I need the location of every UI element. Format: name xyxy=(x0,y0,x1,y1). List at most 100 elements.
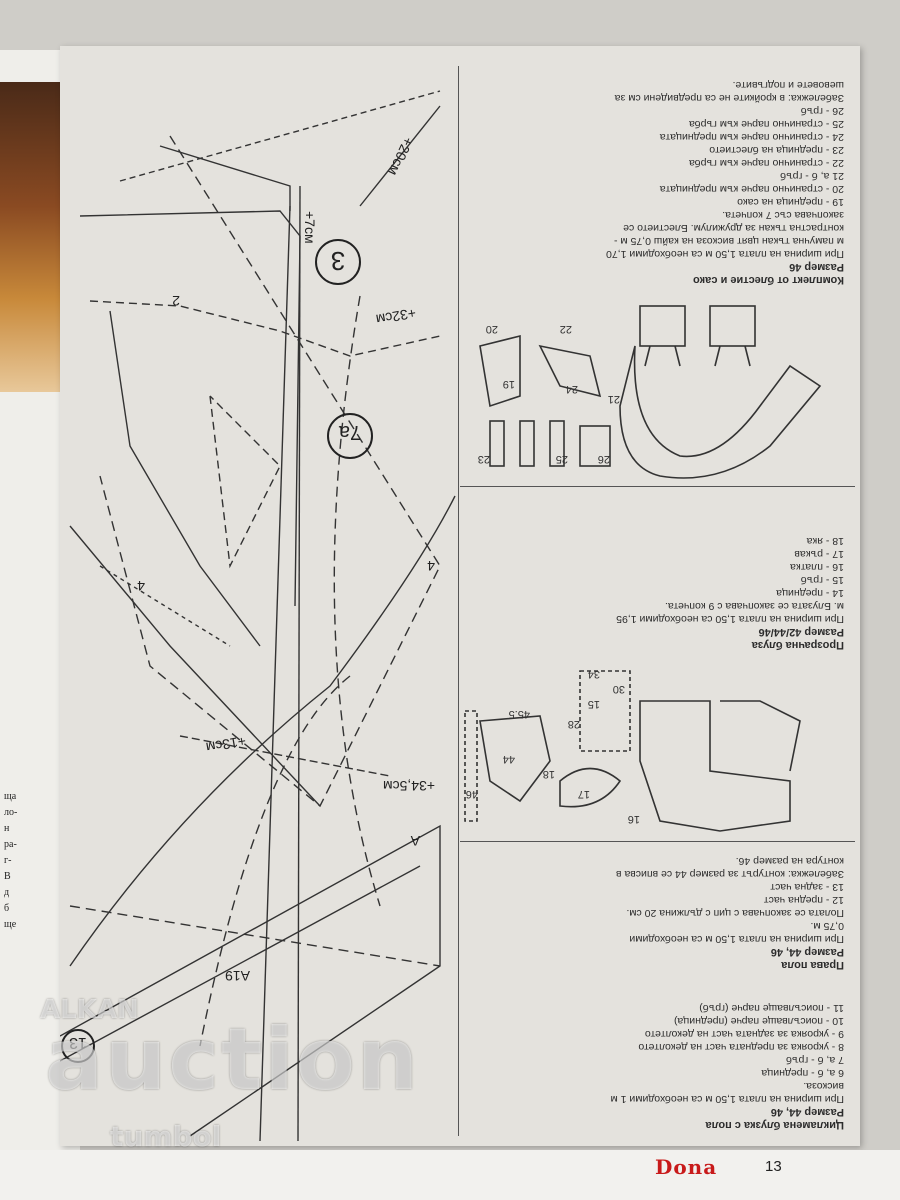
dots-line xyxy=(99,565,231,647)
hem-line xyxy=(60,865,421,1062)
piece-thumbnail xyxy=(489,420,505,467)
section-line: 6 а, б - предница xyxy=(761,1067,844,1079)
thumb-dimension: 45.5 xyxy=(509,708,530,720)
section-line: Забележка: контурът за размер 44 се впис… xyxy=(615,868,844,880)
section-line: контрастна тъкан за дружилум. Блестието … xyxy=(623,222,844,234)
thumb-number: 19 xyxy=(503,378,515,390)
section-line: 21 а, б - гръб xyxy=(780,170,844,182)
section-line: При ширина на плата 1,50 м са необходими… xyxy=(606,248,844,260)
measure-label: +34,5см xyxy=(383,778,435,794)
piece-number-3: 3 xyxy=(331,246,345,276)
thumb-number: 26 xyxy=(598,453,610,465)
thumb-number: 21 xyxy=(608,393,620,405)
vest-thumbnail xyxy=(709,305,756,347)
section-line: 7 а, б - гръб xyxy=(785,1054,844,1066)
mark-label: 4 xyxy=(137,578,145,594)
measure-label: +13см xyxy=(205,733,248,756)
piece-number-13: 13 xyxy=(69,1034,87,1051)
piece-dashed xyxy=(209,395,281,569)
section-line: 22 - странично парче към гърба xyxy=(689,157,844,169)
section-line: 15 - гръб xyxy=(800,574,844,586)
pattern-page: 3 7а 13 +20см +32см +7см +34,5см +13см 4… xyxy=(60,46,860,1146)
hem-dashed xyxy=(69,905,441,967)
thumb-number: 22 xyxy=(560,323,572,335)
section-line: 14 - предница xyxy=(776,587,844,599)
thumb-number: 24 xyxy=(566,383,578,395)
thumb-number: 17 xyxy=(578,788,590,800)
page-number: 13 xyxy=(765,1158,782,1175)
section-line: Полата се закопчава с цип с дължина 20 с… xyxy=(626,907,844,919)
section-line: м. Блузата се закопчава с 9 копчета. xyxy=(664,600,844,612)
watermark-main: auction xyxy=(45,1010,421,1110)
section-line: При ширина на плата 1,50 м са необходими xyxy=(629,933,844,945)
section-line: 8 - укрояка за предната част на деколтет… xyxy=(638,1041,844,1053)
thumbnails-sheer-blouse: 15 44 18 17 16 30 28 34 45.5 46 xyxy=(464,668,801,832)
section-line: 19 - предница на сако xyxy=(737,196,844,208)
section-line: 17 - ръкав xyxy=(794,548,844,560)
measure-label: +20см xyxy=(385,135,417,178)
jacket-thumbnail xyxy=(619,345,822,479)
side-text-line: ще xyxy=(4,919,17,930)
section-title: Права пола xyxy=(781,959,844,971)
curve-line xyxy=(69,495,456,967)
piece-thumbnail xyxy=(519,420,535,467)
piece-outline xyxy=(159,145,291,211)
mark-label: 2 xyxy=(172,293,180,309)
hem-outline xyxy=(60,824,441,1137)
piece-circle-13 xyxy=(61,1029,95,1063)
piece-thumbnail xyxy=(549,420,565,467)
vest-thumbnail xyxy=(639,305,686,347)
section-line: 24 - странично парче към предницата xyxy=(659,131,844,143)
left-side-photo xyxy=(0,82,62,392)
piece-outline xyxy=(79,210,301,607)
piece-thumbnail xyxy=(579,670,631,752)
side-text-line: г- xyxy=(4,855,12,866)
side-text-line: ра- xyxy=(4,839,17,850)
section-line: закопчава със 7 копчета. xyxy=(722,209,844,221)
thumb-number: 25 xyxy=(556,453,568,465)
thumb-dimension: 46 xyxy=(466,788,478,800)
side-text-line: б xyxy=(4,903,10,914)
piece-number-7a: 7а xyxy=(338,421,361,443)
piece-thumbnail xyxy=(538,344,602,398)
section-line: 20 - странично парче към предницата xyxy=(659,183,844,195)
center-line-a xyxy=(297,185,301,1142)
piece-dashed xyxy=(89,300,441,357)
curve-dashed xyxy=(333,295,381,907)
section-line: 11 - поисълваще парче (гръб) xyxy=(699,1002,844,1014)
blouse-thumbnail xyxy=(639,700,791,832)
measure-label: +7см xyxy=(302,211,318,244)
section-line: 26 - гръб xyxy=(800,105,844,117)
mark-label: А xyxy=(410,833,420,849)
section-divider xyxy=(460,486,855,487)
section-line: 12 - предна част xyxy=(763,894,844,906)
section-vest-jacket: Комплект от блестие и сако Размер 46 При… xyxy=(464,66,844,286)
piece-thumbnail xyxy=(559,767,622,808)
thumb-number: 23 xyxy=(478,453,490,465)
section-size: Размер 46 xyxy=(789,261,844,273)
section-line: вискоза. xyxy=(803,1080,844,1092)
thumb-number: 44 xyxy=(503,753,515,765)
blouse-thumbnail xyxy=(720,700,801,772)
side-text-line: ло- xyxy=(4,807,18,818)
thumb-dimension: 34 xyxy=(588,668,600,680)
watermark-sub: tumbol xyxy=(110,1120,222,1153)
grain-line xyxy=(119,90,441,182)
side-text-line: В xyxy=(4,871,11,882)
section-line: 16 - платка xyxy=(790,561,844,573)
section-line: контура на размер 46. xyxy=(735,855,844,867)
piece-circle-3 xyxy=(315,239,361,285)
section-line: 18 - яка xyxy=(806,535,844,547)
section-size: Размер 44, 46 xyxy=(770,946,844,958)
section-divider xyxy=(460,841,855,842)
thumb-number: 20 xyxy=(486,323,498,335)
section-line: 10 - поисълваще парче (предница) xyxy=(673,1015,844,1027)
thumb-dimension: 30 xyxy=(613,683,625,695)
measure-label: +32см xyxy=(375,305,418,328)
mark-label: 4 xyxy=(427,558,435,574)
side-text-line: ща xyxy=(4,791,17,802)
section-line: м памучна тъкан цвят вискоза на кайш 0,7… xyxy=(613,235,844,247)
section-straight-skirt: Права пола Размер 44, 46 При ширина на п… xyxy=(464,851,844,971)
piece-thumbnail xyxy=(479,715,551,803)
